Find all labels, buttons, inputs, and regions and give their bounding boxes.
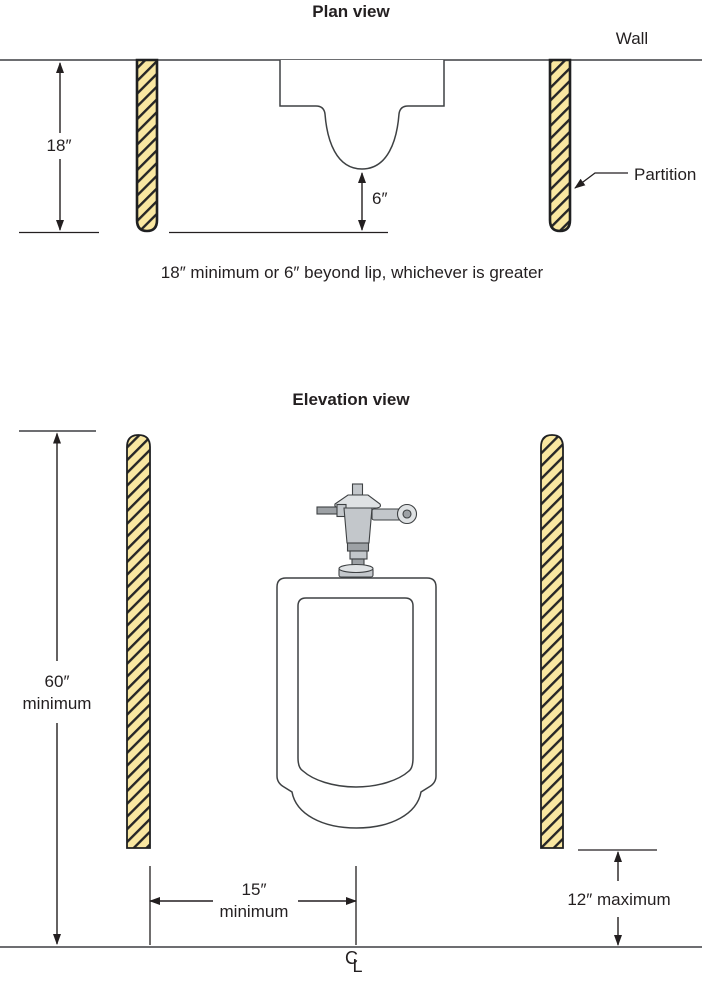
dim-15-qualifier-label: minimum [219,902,289,921]
valve-handle-ring-hole [402,509,412,519]
wall-label: Wall [615,29,649,48]
valve-handle-arm [371,508,402,521]
urinal-plan-outline [279,60,445,170]
centerline-symbol-l: L [352,956,363,976]
partition-right-plan [548,58,572,233]
dim-60-qualifier-label: minimum [22,694,92,713]
valve-body-barrel [343,507,373,544]
valve-reducer-lower [349,550,368,560]
valve-reducer-upper [346,542,370,552]
urinal-elevation-inner-rim [297,597,414,788]
plan-view-title: Plan view [312,2,390,21]
partition-left-elevation [126,434,151,849]
plan-caption: 18″ minimum or 6″ beyond lip, whichever … [160,263,544,282]
partition-left-plan [135,58,159,233]
dim-12-label: 12″ maximum [567,890,671,909]
valve-base-flange-top [338,563,374,574]
dim-15-value-label: 15″ [241,880,267,899]
dim-6-label: 6″ [372,189,388,208]
flush-valve [316,483,418,578]
valve-top-stub [351,483,364,496]
elevation-view-title: Elevation view [292,390,410,409]
partition-leader-arrow [574,172,628,189]
partition-label: Partition [634,165,697,184]
dim-18-label: 18″ [46,136,72,155]
dim-60-value-label: 60″ [44,672,70,691]
partition-right-elevation [540,434,564,849]
centerline-symbol-c: C [345,948,358,968]
